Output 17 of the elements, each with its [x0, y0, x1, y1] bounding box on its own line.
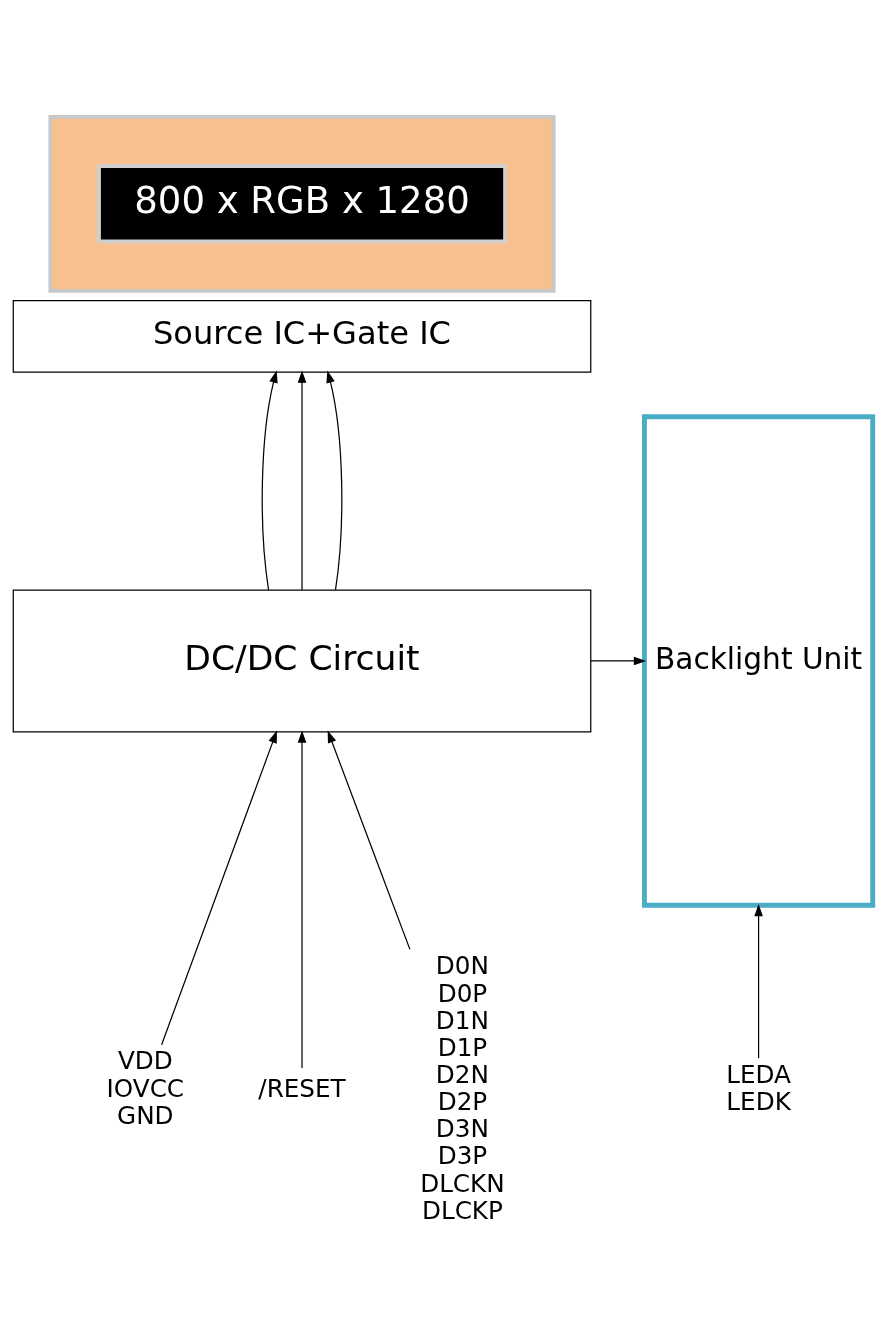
node-box: DC/DC Circuit	[12, 588, 592, 733]
node-box: Source IC+Gate IC	[12, 299, 592, 373]
arrow	[297, 729, 307, 1069]
arrow	[261, 369, 278, 590]
node-text: LEDA LEDK	[726, 1059, 791, 1116]
arrow	[297, 369, 307, 590]
node-text: /RESET	[258, 1073, 346, 1103]
node-box: Backlight Unit	[641, 413, 876, 908]
arrow	[161, 730, 277, 1045]
node-box: 800 x RGB x 1280	[97, 163, 507, 243]
arrow	[590, 656, 647, 665]
node-text: D0N D0P D1N D1P D2N D2P D3N D3P DLCKN DLCKP	[420, 950, 505, 1225]
node-text: VDD IOVCC GND	[106, 1045, 185, 1130]
arrow	[326, 369, 343, 590]
cluster	[48, 114, 556, 293]
arrow	[327, 729, 411, 950]
arrow	[754, 903, 763, 1059]
